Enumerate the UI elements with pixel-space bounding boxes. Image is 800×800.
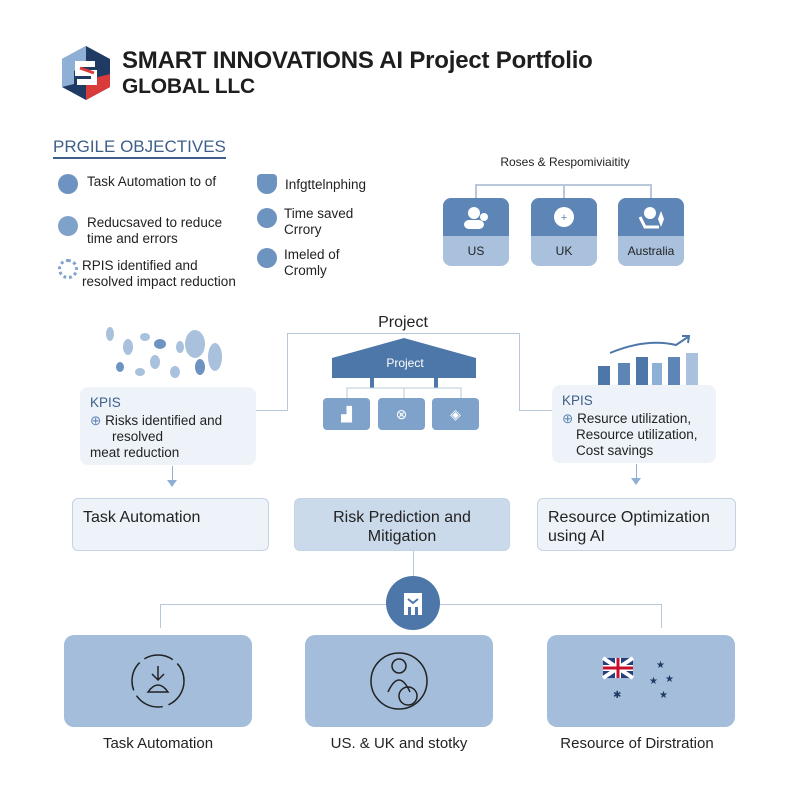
kpi-heading: KPIS (90, 395, 121, 410)
objective-item: Time saved Crrory (284, 206, 354, 237)
bottom-label: Resource of Dirstration (560, 735, 714, 752)
role-australia: Australia (618, 198, 684, 266)
kpi-right-card: KPIS ⊕ Resurce utilization, Resource uti… (552, 385, 716, 463)
resource-optimization-box: Resource Optimization using AI (537, 498, 736, 551)
kpi-line: Risks identified and (105, 413, 223, 428)
gear-icon (58, 216, 78, 236)
objective-item: Task Automation to of (87, 174, 217, 189)
objective-item: Reducsaved to reduce time and errors (87, 215, 223, 246)
spinner-gear-icon (58, 259, 78, 279)
role-label: UK (555, 244, 573, 258)
kpi-line: Resource utilization, (576, 427, 698, 442)
role-label: US (467, 244, 485, 258)
people-group-icon (370, 652, 428, 710)
objective-item: RPIS identified and resolved impact redu… (82, 258, 236, 289)
risk-prediction-box: Risk Prediction and Mitigation (294, 498, 510, 551)
kpi-heading: KPIS (562, 393, 593, 408)
camera-user-icon (58, 174, 78, 194)
location-pin-icon (257, 208, 277, 228)
page-title: SMART INNOVATIONS AI Project Portfolio G… (122, 48, 593, 100)
kpi-line: resolved (112, 429, 164, 444)
kpi-line: Resurce utilization, (577, 411, 692, 426)
data-cluster-icon (106, 327, 222, 378)
objective-item: Imeled of Cromly (284, 247, 340, 278)
growth-chart-icon (598, 335, 698, 385)
plus-circle-icon: ⊕ (90, 413, 102, 428)
bottom-card-task-automation (64, 635, 252, 727)
steering-wheel-icon: ⊗ (378, 398, 425, 430)
task-automation-box: Task Automation (72, 498, 269, 551)
bottom-label: Task Automation (102, 735, 214, 752)
company-logo (62, 46, 110, 100)
role-uk: + UK (531, 198, 597, 266)
arrow-down-icon (631, 478, 641, 490)
role-us: US (443, 198, 509, 266)
chart-icon: ▟ (323, 398, 370, 430)
plus-circle-icon: ⊕ (562, 411, 574, 426)
objectives-heading: PRGILE OBJECTIVES (53, 137, 226, 159)
objective-item: Infgttelnphing (285, 177, 367, 192)
gem-icon: ◈ (432, 398, 479, 430)
svg-text:★: ★ (659, 690, 668, 701)
project-hierarchy-icon (332, 338, 476, 398)
shield-check-icon (257, 174, 277, 194)
building-icon (386, 576, 440, 630)
lightbulb-icon: + (531, 198, 597, 236)
robot-arm-cycle-icon (131, 654, 185, 708)
kpi-line: Cost savings (576, 443, 654, 458)
kpi-left-card: KPIS ⊕ Risks identified and resolved mea… (80, 387, 256, 465)
title-line-2: GLOBAL LLC (122, 75, 255, 98)
bottom-label: US. & UK and stotky (330, 735, 468, 752)
arrow-down-icon (167, 480, 177, 492)
project-label: Project (378, 314, 428, 331)
users-icon (443, 198, 509, 236)
bottom-card-resource: ✱★★★★ (547, 635, 735, 727)
svg-text:★: ★ (665, 674, 674, 685)
roles-title: Roses & Respomiviaitity (500, 155, 630, 169)
title-line-1: SMART INNOVATIONS AI Project Portfolio (122, 47, 593, 74)
svg-text:+: + (561, 212, 567, 224)
svg-text:★: ★ (649, 676, 658, 687)
bottom-card-us-uk (305, 635, 493, 727)
project-roof-label: Project (386, 356, 424, 370)
role-label: Australia (627, 244, 675, 258)
kpi-line: meat reduction (90, 445, 180, 460)
user-icon (257, 248, 277, 268)
svg-text:★: ★ (656, 660, 665, 671)
australia-flag-icon: ✱★★★★ (601, 656, 674, 701)
person-laptop-icon (618, 198, 684, 236)
svg-text:✱: ✱ (613, 690, 621, 701)
